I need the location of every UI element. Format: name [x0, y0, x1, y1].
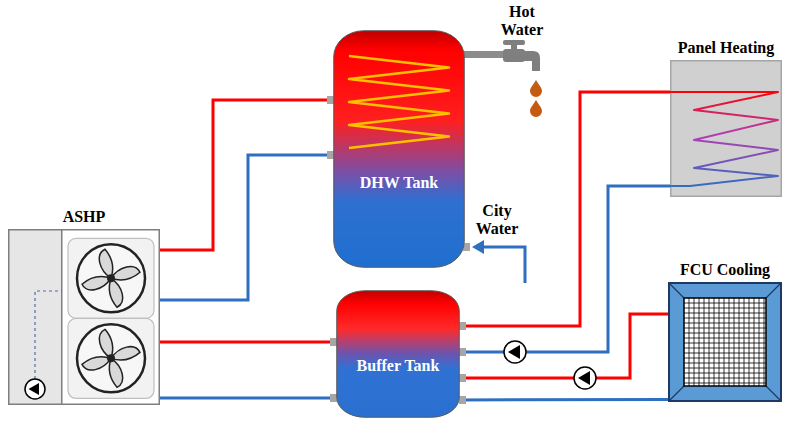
pipe-label: City Water: [476, 202, 519, 237]
heating-panel-shape: [670, 60, 782, 197]
water-pipe: [460, 186, 670, 352]
tank-body: [337, 291, 460, 418]
heating-coil: [349, 56, 449, 148]
fan-blade: [99, 249, 112, 278]
buffer-tank: Buffer Tank: [336, 290, 460, 418]
city-water-arrowhead: [472, 240, 484, 254]
grille-line: [684, 363, 766, 364]
pump-triangle: [508, 345, 520, 359]
fan-blade: [99, 329, 112, 358]
pump-symbol: [25, 379, 45, 399]
grille-line: [684, 303, 766, 304]
node-heading: Panel Heating: [678, 39, 774, 57]
heating-loop: [670, 92, 778, 186]
fcu-bevel: [669, 283, 684, 298]
pump-symbol: [504, 341, 526, 363]
pump-triangle: [578, 371, 590, 385]
fcu-bevel: [669, 386, 684, 401]
grille-line: [684, 333, 766, 334]
grille-line: [684, 383, 766, 384]
pump-triangle: [29, 383, 40, 395]
dhw-tank: DHW Tank: [333, 30, 465, 268]
buffer-tank-shape: [336, 290, 460, 418]
pipe-stub: [459, 374, 466, 382]
fcu-bevel: [766, 283, 781, 298]
water-pipe: [160, 396, 336, 399]
grille-line: [684, 313, 766, 314]
grille-line: [684, 373, 766, 374]
water-pipe: [160, 340, 336, 343]
pipe-stub: [330, 394, 337, 402]
fan-hub: [107, 274, 115, 282]
unit-housing: [9, 230, 160, 405]
unit-side-panel: [9, 230, 62, 405]
fan-ring: [77, 244, 145, 312]
panel-body: [671, 61, 782, 197]
water-pipe: [460, 314, 668, 378]
fan-blades: [82, 249, 140, 307]
grille-line: [684, 318, 766, 319]
pipe-label: Hot Water: [501, 3, 544, 38]
fcu-grille: [684, 298, 766, 386]
node-label: DHW Tank: [360, 174, 438, 192]
pipe-stub: [459, 396, 466, 404]
grille-line: [684, 308, 766, 309]
fan-blade: [109, 358, 122, 387]
dhw-tank-shape: [333, 30, 465, 268]
water-pipe: [160, 155, 333, 300]
pipe-stub: [327, 96, 334, 104]
water-pipe: [460, 92, 670, 326]
fan-coil-unit: FCU Cooling: [668, 282, 782, 402]
grille-line: [684, 348, 766, 349]
water-pipe: [460, 398, 668, 401]
city-water-pipe: [482, 247, 525, 283]
fan-frame: [68, 238, 154, 318]
hot-water-pipe: [463, 51, 505, 58]
grille-line: [684, 378, 766, 379]
faucet-spout: [523, 51, 540, 71]
pipe-stub: [459, 322, 466, 330]
pipe-stub: [459, 348, 466, 356]
grille-line: [684, 338, 766, 339]
node-heading: ASHP: [63, 208, 106, 226]
fan-blades: [82, 329, 140, 387]
heat-pump-unit: ASHP: [8, 229, 160, 405]
fan-hub: [107, 354, 115, 362]
fan-blade: [109, 278, 122, 307]
pipe-stub: [327, 151, 334, 159]
faucet-handle: [503, 40, 525, 45]
grille-line: [684, 368, 766, 369]
node-heading: FCU Cooling: [680, 261, 770, 279]
tank-body: [334, 31, 465, 268]
fcu-bevel: [766, 386, 781, 401]
fan-blade: [82, 277, 111, 290]
pipe-stub: [330, 338, 337, 346]
grille-line: [684, 343, 766, 344]
fan-blade: [82, 357, 111, 370]
fcu-frame: [669, 283, 781, 401]
water-drop: [530, 80, 542, 97]
pump-symbol: [574, 367, 596, 389]
internal-line: [35, 291, 62, 379]
fan-blade: [111, 347, 140, 360]
grille-line: [684, 358, 766, 359]
heating-panel: Panel Heating: [670, 60, 782, 197]
heat-pump-unit-shape: [8, 229, 160, 405]
fan-ring: [77, 324, 145, 392]
fan-frame: [68, 318, 154, 398]
fan-coil-unit-shape: [668, 282, 782, 402]
grille-line: [684, 353, 766, 354]
faucet-body: [503, 49, 525, 62]
grille-line: [684, 323, 766, 324]
grille-line: [684, 328, 766, 329]
fan-blade: [111, 267, 140, 280]
water-drop: [530, 100, 542, 117]
node-label: Buffer Tank: [357, 357, 440, 375]
